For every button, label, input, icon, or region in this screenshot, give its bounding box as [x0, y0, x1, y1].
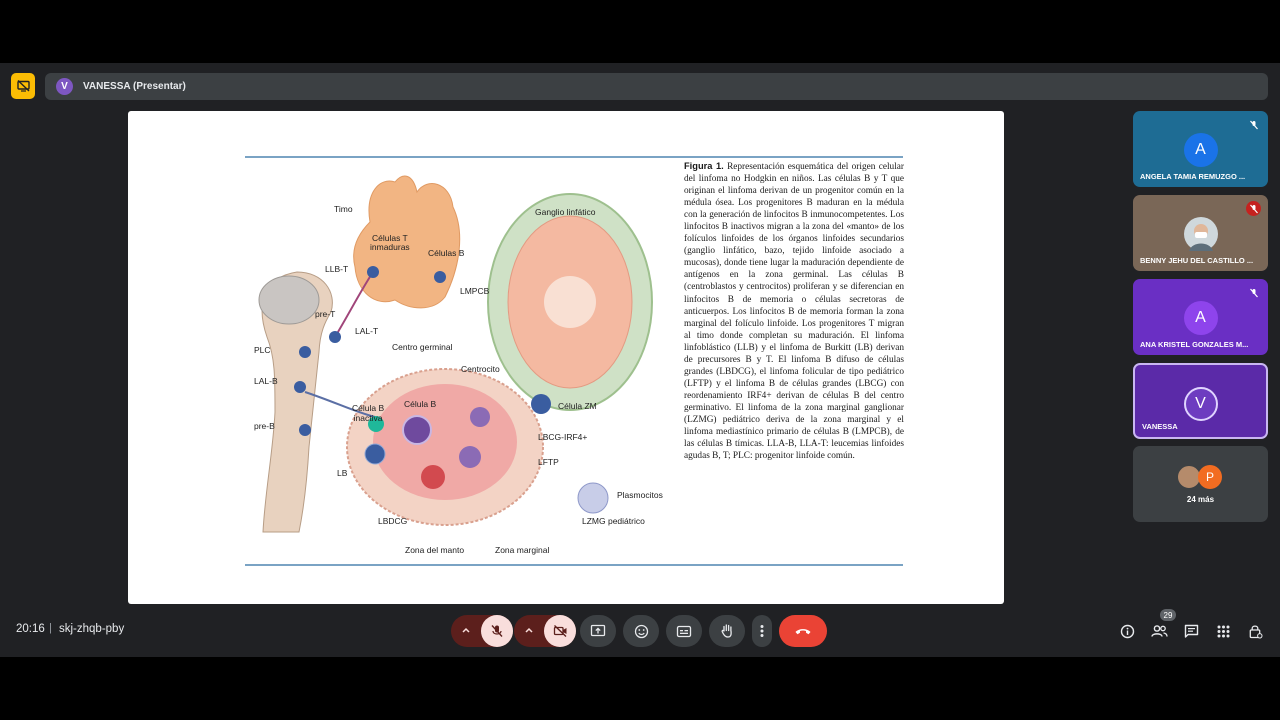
presenter-name: VANESSA (Presentar): [83, 81, 186, 92]
shared-screen: Timo Células T inmaduras Células B LLB-T…: [128, 111, 1004, 604]
label-pre-t: pre-T: [315, 309, 336, 319]
label-lb: LB: [337, 468, 348, 478]
label-centrocito: Centrocito: [461, 364, 500, 374]
more-avatar: P: [1198, 465, 1222, 489]
participant-avatar: A: [1183, 301, 1218, 335]
mic-control: [451, 615, 513, 647]
label-celula-b-center: Célula B: [404, 399, 437, 409]
top-rule: [245, 156, 903, 158]
label-celulas-b-top: Células B: [428, 248, 465, 258]
present-off-icon: [16, 80, 30, 92]
participant-tile[interactable]: BENNY JEHU DEL CASTILLO ...: [1133, 195, 1268, 271]
meeting-stage: V VANESSA (Presentar): [0, 63, 1280, 657]
more-participants-tile[interactable]: P 24 más: [1133, 446, 1268, 522]
label-lzmg: LZMG pediátrico: [582, 516, 645, 526]
label-lbdcg: LBDCG: [378, 516, 408, 526]
people-icon: [1150, 625, 1168, 637]
lymphoma-diagram: [258, 175, 653, 533]
mic-off-icon: [1246, 117, 1261, 132]
call-end-icon: [795, 628, 811, 634]
label-lftp: LFTP: [538, 457, 559, 467]
chevron-up-icon[interactable]: [460, 624, 472, 636]
presenter-bar[interactable]: V VANESSA (Presentar): [45, 73, 1268, 100]
participant-name: ANA KRISTEL GONZALES M...: [1140, 340, 1249, 349]
label-zona-marginal: Zona marginal: [495, 545, 550, 555]
label-zona-manto: Zona del manto: [405, 545, 465, 555]
caption-title: Figura 1.: [684, 161, 724, 171]
people-count-badge: 29: [1160, 609, 1176, 621]
meeting-details-button[interactable]: [1117, 621, 1137, 641]
mic-toggle-button[interactable]: [481, 615, 513, 647]
femur-shape: [261, 271, 333, 533]
apps-grid-icon: [1217, 625, 1229, 637]
participant-name: BENNY JEHU DEL CASTILLO ...: [1140, 256, 1254, 265]
label-llb-t: LLB-T: [325, 264, 349, 274]
more-vert-icon: [760, 625, 764, 637]
more-options-button[interactable]: [752, 615, 772, 647]
figure-caption: Figura 1. Representación esquemática del…: [684, 160, 904, 462]
mic-off-icon: [1246, 201, 1261, 216]
lock-person-icon: [1249, 624, 1263, 639]
label-lal-t: LAL-T: [355, 326, 379, 336]
more-count-label: 24 más: [1186, 495, 1215, 504]
participant-name: VANESSA: [1142, 422, 1178, 431]
info-icon: [1120, 624, 1134, 638]
camera-toggle-button[interactable]: [544, 615, 576, 647]
clock: 20:16: [16, 623, 45, 635]
mic-off-icon: [1246, 285, 1261, 300]
participant-photo: [1183, 217, 1218, 251]
captions-button[interactable]: [666, 615, 702, 647]
label-pre-b: pre-B: [254, 421, 275, 431]
mic-off-icon: [491, 625, 503, 637]
participant-tile[interactable]: A ANA KRISTEL GONZALES M...: [1133, 279, 1268, 355]
separator: |: [49, 622, 52, 634]
label-lmpcb: LMPCB: [460, 286, 490, 296]
label-centro-germinal: Centro germinal: [392, 342, 453, 352]
host-controls-button[interactable]: [1245, 621, 1265, 641]
label-celula-b-inactiva: Célula B inactiva: [352, 403, 385, 423]
figure-illustration: Timo Células T inmaduras Células B LLB-T…: [245, 162, 675, 562]
emoji-icon: [634, 624, 648, 638]
closed-captions-icon: [676, 625, 692, 637]
present-to-all-icon: [590, 624, 606, 637]
label-celula-zm: Célula ZM: [558, 401, 597, 411]
reactions-button[interactable]: [623, 615, 659, 647]
label-lal-b: LAL-B: [254, 376, 278, 386]
camera-off-icon: [553, 624, 566, 638]
raise-hand-button[interactable]: [709, 615, 745, 647]
participant-tile[interactable]: A ANGELA TAMIA REMUZGO ...: [1133, 111, 1268, 187]
present-screen-button[interactable]: [580, 615, 616, 647]
bottom-rule: [245, 564, 903, 566]
participant-name: ANGELA TAMIA REMUZGO ...: [1140, 172, 1246, 181]
chat-button[interactable]: [1181, 621, 1201, 641]
participant-avatar: V: [1183, 387, 1218, 421]
activities-button[interactable]: [1213, 621, 1233, 641]
label-lbcg-irf4: LBCG-IRF4+: [538, 432, 588, 442]
people-button[interactable]: [1149, 621, 1169, 641]
label-plc: PLC: [254, 345, 271, 355]
chat-icon: [1184, 624, 1198, 638]
camera-control: [514, 615, 576, 647]
presenter-avatar: V: [56, 78, 73, 95]
label-plasmocitos: Plasmocitos: [617, 490, 663, 500]
caption-body: Representación esquemática del origen ce…: [684, 162, 905, 462]
chevron-up-icon[interactable]: [523, 624, 535, 636]
thymus-shape: [353, 175, 461, 309]
stop-presenting-button[interactable]: [11, 73, 35, 99]
participant-tile-self[interactable]: V VANESSA: [1133, 363, 1268, 439]
label-celulas-t: Células T inmaduras: [370, 233, 410, 252]
label-timo: Timo: [334, 204, 353, 214]
meeting-code: skj-zhqb-pby: [59, 623, 125, 635]
hand-icon: [721, 624, 732, 638]
leave-call-button[interactable]: [779, 615, 827, 647]
label-ganglio: Ganglio linfático: [535, 207, 596, 217]
participant-avatar: A: [1183, 133, 1218, 167]
